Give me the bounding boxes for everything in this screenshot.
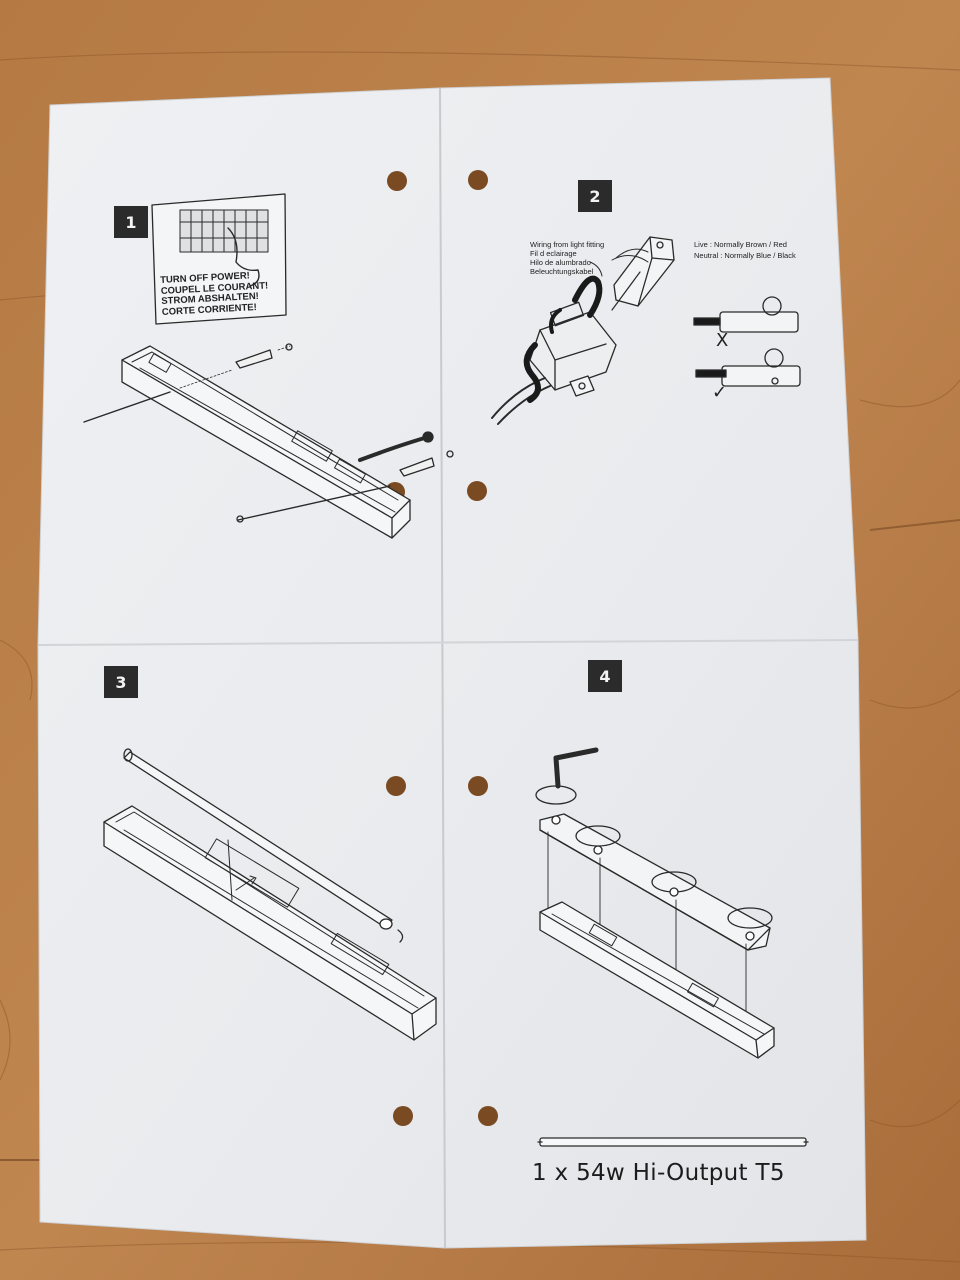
correct-mark: ✓ [712,382,728,403]
step-3-badge: 3 [104,666,138,698]
live-wire-note: Live : Normally Brown / Red [694,240,787,249]
wiring-label-en: Wiring from light fitting [530,240,605,249]
power-warning: TURN OFF POWER! COUPEL LE COURANT! STROM… [160,269,290,318]
step-4-badge: 4 [588,660,622,692]
wiring-label-fr: Fil d eclairage [530,249,577,258]
neutral-wire-note: Neutral : Normally Blue / Black [694,251,796,260]
wiring-label-es: Hilo de alumbrado [530,258,591,267]
wiring-label: Wiring from light fitting Fil d eclairag… [530,240,604,276]
punch-holes [385,170,498,1126]
lamp-caption: 1 x 54w Hi-Output T5 [532,1160,785,1186]
wrong-mark: X [716,330,729,351]
wiring-label-de: Beleuchtungskabel [530,267,594,276]
step-2-badge: 2 [578,180,612,212]
step-1-badge: 1 [114,206,148,238]
